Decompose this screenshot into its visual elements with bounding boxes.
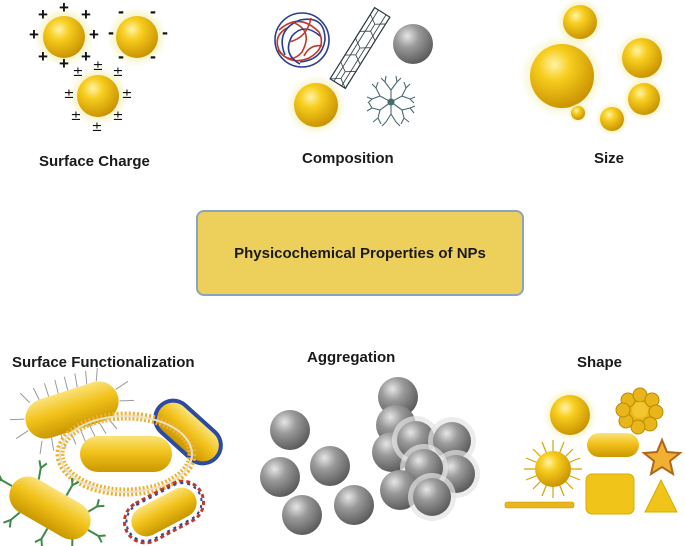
nanorod-shape-icon bbox=[587, 433, 639, 457]
neutral-charge-signs: ± ± ± ± ± ± ± ± bbox=[64, 59, 133, 135]
neutral-sign: ± bbox=[113, 109, 124, 124]
positive-sign: + bbox=[59, 54, 69, 73]
neutral-sign: ± bbox=[122, 87, 133, 102]
negative-sign: - bbox=[108, 22, 114, 42]
central-concept-label: Physicochemical Properties of NPs bbox=[234, 244, 486, 262]
gold-nanoparticle-icon bbox=[294, 83, 338, 127]
aggregation-illustration bbox=[260, 377, 480, 535]
polymer-nanoparticle-icon bbox=[274, 12, 330, 68]
positive-sign: + bbox=[59, 0, 69, 17]
negative-sign: - bbox=[162, 22, 168, 42]
nanoflower-shape-icon bbox=[615, 387, 664, 435]
negative-sign: - bbox=[150, 46, 156, 66]
large-nanoparticle-icon bbox=[530, 44, 594, 108]
dispersed-nanoparticle-icon bbox=[270, 410, 310, 450]
nanocube-shape-icon bbox=[585, 473, 635, 515]
negative-sign: - bbox=[150, 1, 156, 21]
carbon-nanotube-icon bbox=[329, 6, 391, 90]
positive-sign: + bbox=[89, 25, 99, 44]
negative-charge-signs: - - - - - - bbox=[108, 1, 168, 66]
dispersed-nanoparticle-icon bbox=[334, 485, 374, 525]
size-illustration bbox=[520, 0, 669, 136]
positive-sign: + bbox=[81, 5, 91, 24]
antibody-coated-rod-icon bbox=[0, 460, 106, 546]
positive-sign: + bbox=[38, 47, 48, 66]
surface-charge-illustration bbox=[34, 7, 167, 126]
nanoparticle-aggregate-icon bbox=[372, 377, 480, 521]
positive-sign: + bbox=[29, 25, 39, 44]
dendrimer-icon bbox=[366, 75, 416, 127]
metal-oxide-nanoparticle-icon bbox=[393, 24, 433, 64]
neutral-sign: ± bbox=[113, 65, 124, 80]
dna-coated-rod-icon bbox=[122, 479, 206, 545]
size-label: Size bbox=[594, 150, 625, 167]
surface-charge-label: Surface Charge bbox=[39, 153, 150, 170]
liposome-coated-rod-icon bbox=[55, 411, 197, 497]
dispersed-nanoparticle-icon bbox=[282, 495, 322, 535]
positive-charge-signs: + + + + + + + + bbox=[29, 0, 99, 73]
shape-illustration bbox=[504, 387, 683, 515]
surface-functionalization-label: Surface Functionalization bbox=[12, 354, 195, 371]
central-concept-box: Physicochemical Properties of NPs bbox=[196, 210, 524, 296]
neutral-sign: ± bbox=[73, 65, 84, 80]
composition-label: Composition bbox=[302, 150, 394, 167]
negative-sign: - bbox=[118, 46, 124, 66]
neutral-sign: ± bbox=[71, 109, 82, 124]
neutral-sign: ± bbox=[92, 120, 103, 135]
protein-coated-rod-icon bbox=[153, 398, 223, 466]
medium-nanoparticle-icon bbox=[628, 83, 660, 115]
star-shape-icon bbox=[641, 437, 683, 477]
composition-illustration bbox=[274, 6, 433, 135]
dispersed-nanoparticle-icon bbox=[260, 457, 300, 497]
aggregation-label: Aggregation bbox=[307, 349, 396, 366]
small-nanoparticle-icon bbox=[571, 106, 585, 120]
nanowire-shape-icon bbox=[504, 501, 575, 509]
dispersed-nanoparticle-icon bbox=[310, 446, 350, 486]
medium-nanoparticle-icon bbox=[622, 38, 662, 78]
nanourchin-shape-icon bbox=[524, 440, 582, 498]
small-nanoparticle-icon bbox=[600, 107, 624, 131]
neutral-sign: ± bbox=[64, 87, 75, 102]
positive-sign: + bbox=[38, 5, 48, 24]
medium-nanoparticle-icon bbox=[563, 5, 597, 39]
surface-functionalization-illustration bbox=[0, 368, 223, 546]
triangle-shape-icon bbox=[644, 478, 678, 513]
shape-label: Shape bbox=[577, 354, 623, 371]
positive-sign: + bbox=[81, 47, 91, 66]
sphere-shape-icon bbox=[550, 395, 590, 435]
negative-sign: - bbox=[118, 1, 124, 21]
neutral-sign: ± bbox=[93, 59, 104, 74]
